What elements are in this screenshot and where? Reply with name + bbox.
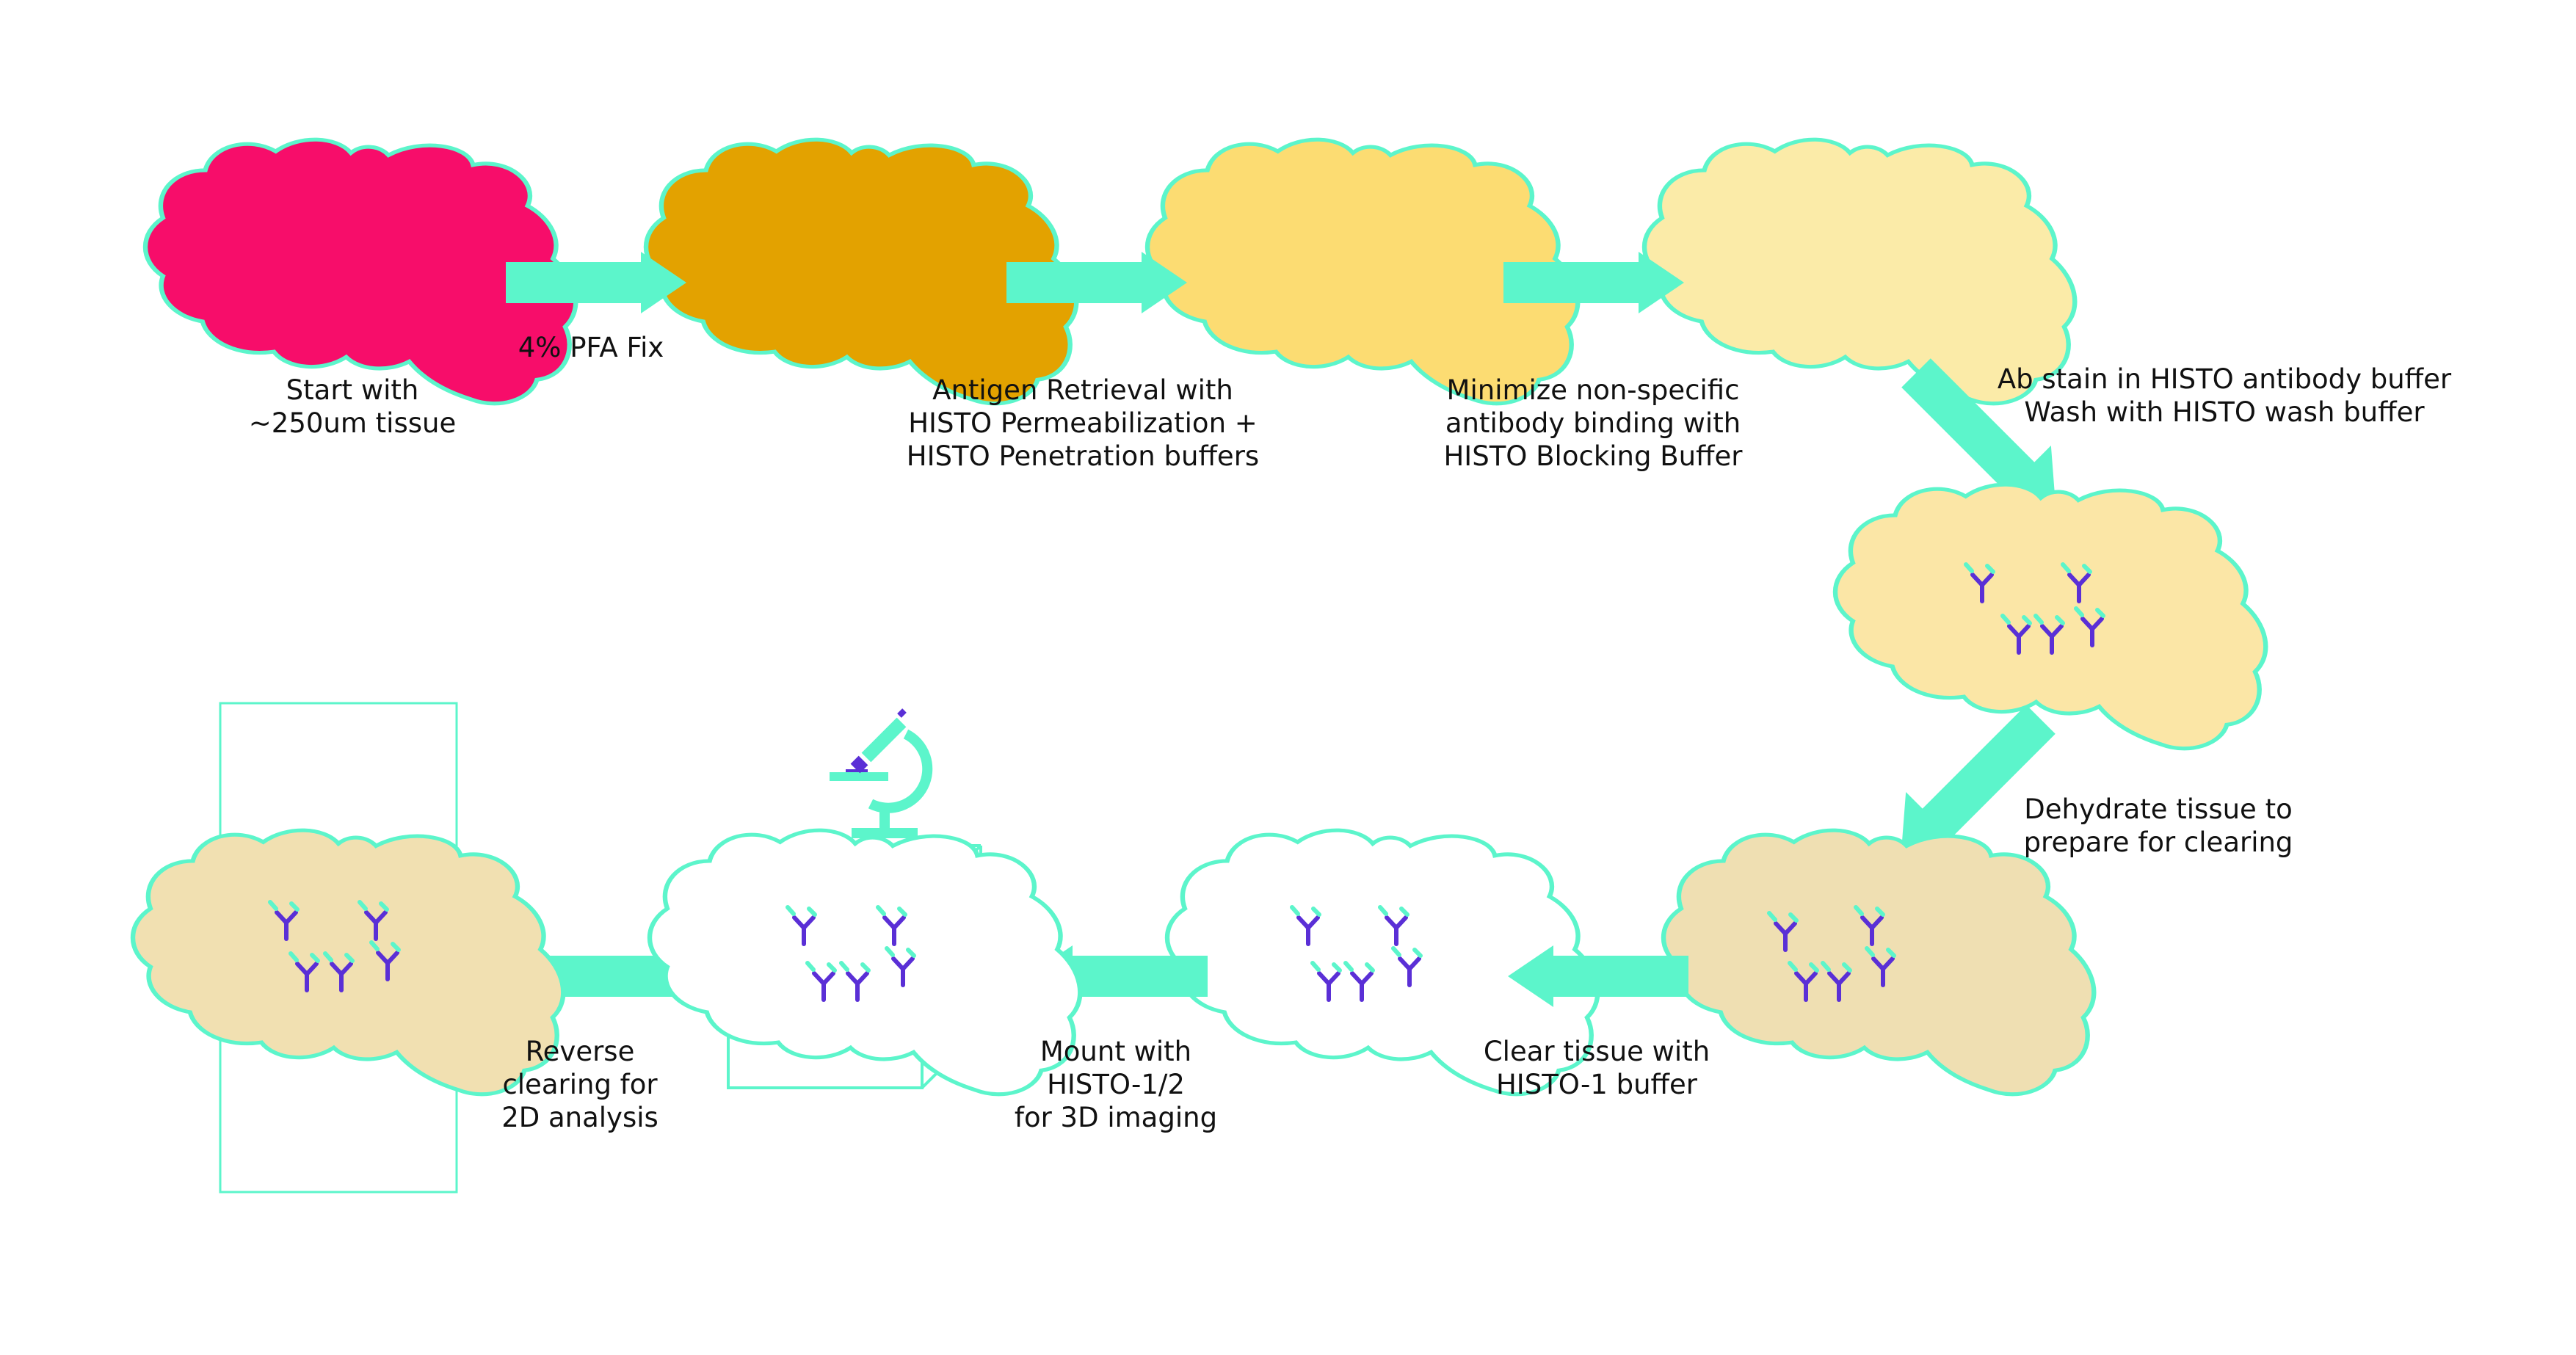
label-line: Reverse bbox=[525, 1036, 635, 1067]
label-line: Minimize non-specific bbox=[1446, 374, 1740, 406]
label-fix: 4% PFA Fix bbox=[481, 331, 701, 364]
label-line: Antigen Retrieval with bbox=[932, 374, 1233, 406]
arrow-staining-icon bbox=[1901, 358, 2056, 513]
arrow-clear-icon bbox=[1508, 945, 1688, 1007]
label-blocking: Minimize non-specific antibody binding w… bbox=[1387, 374, 1799, 473]
label-clear: Clear tissue with HISTO-1 buffer bbox=[1421, 1035, 1773, 1101]
label-line: HISTO Permeabilization + bbox=[908, 407, 1258, 439]
label-line: prepare for clearing bbox=[2023, 827, 2293, 858]
label-mount: Mount with HISTO-1/2 for 3D imaging bbox=[969, 1035, 1263, 1134]
label-line: Wash with HISTO wash buffer bbox=[2024, 396, 2425, 428]
label-line: HISTO Penetration buffers bbox=[906, 440, 1260, 472]
label-line: for 3D imaging bbox=[1014, 1102, 1218, 1133]
label-line: Start with bbox=[286, 374, 419, 406]
arrow-blocking-icon bbox=[1503, 252, 1684, 313]
label-line: clearing for bbox=[502, 1069, 658, 1100]
label-line: Clear tissue with bbox=[1483, 1036, 1710, 1067]
label-line: Mount with bbox=[1040, 1036, 1192, 1067]
label-staining: Ab stain in HISTO antibody buffer Wash w… bbox=[1938, 363, 2511, 429]
microscope-icon bbox=[830, 708, 933, 838]
stained-tissue-icon bbox=[1835, 484, 2265, 749]
label-reverse: Reverse clearing for 2D analysis bbox=[433, 1035, 727, 1134]
label-line: 2D analysis bbox=[501, 1102, 658, 1133]
arrow-fix-icon bbox=[506, 252, 686, 313]
label-dehydrate: Dehydrate tissue to prepare for clearing bbox=[1982, 793, 2334, 859]
arrow-dehydrate-icon bbox=[1901, 705, 2056, 860]
label-start: Start with ~250um tissue bbox=[206, 374, 499, 440]
label-line: Ab stain in HISTO antibody buffer bbox=[1997, 363, 2452, 395]
label-line: HISTO Blocking Buffer bbox=[1443, 440, 1743, 472]
label-retrieval: Antigen Retrieval with HISTO Permeabiliz… bbox=[863, 374, 1303, 473]
arrow-retrieval-icon bbox=[1006, 252, 1187, 313]
label-line: Dehydrate tissue to bbox=[2024, 793, 2293, 825]
label-line: antibody binding with bbox=[1445, 407, 1741, 439]
label-line: 4% PFA Fix bbox=[518, 332, 664, 363]
label-line: HISTO-1 buffer bbox=[1495, 1069, 1698, 1100]
label-line: ~250um tissue bbox=[248, 407, 457, 439]
label-line: HISTO-1/2 bbox=[1047, 1069, 1185, 1100]
